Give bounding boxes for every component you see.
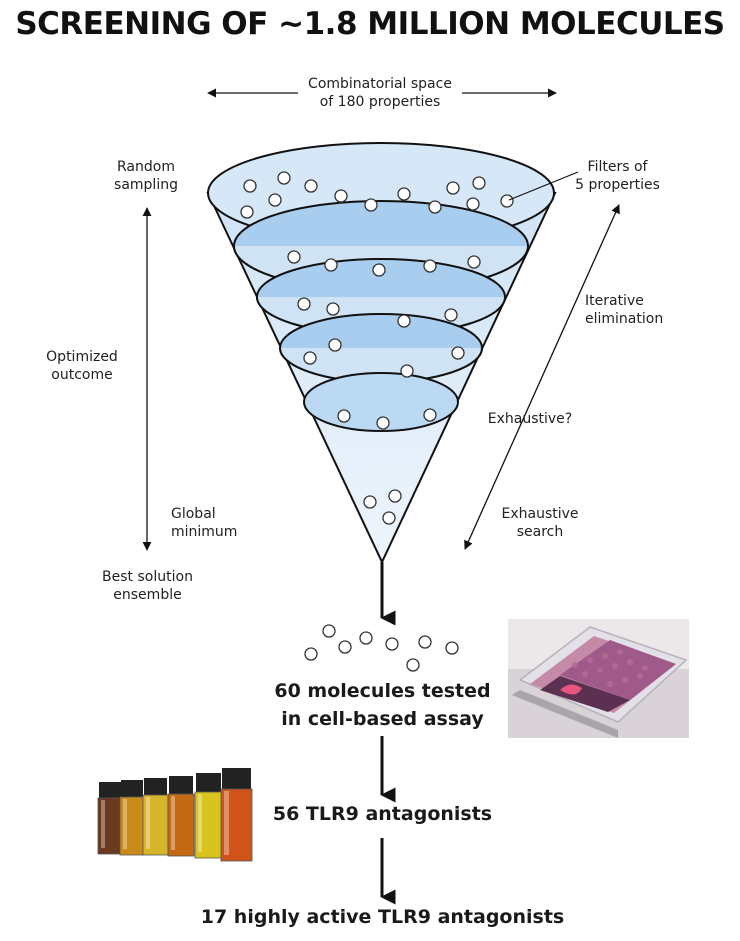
random-sampling-label: Random sampling bbox=[96, 158, 196, 194]
molecule bbox=[388, 489, 402, 503]
label-line: Optimized bbox=[46, 349, 118, 365]
molecule bbox=[338, 640, 352, 654]
molecule bbox=[334, 189, 348, 203]
molecule bbox=[372, 263, 386, 277]
molecule bbox=[385, 637, 399, 651]
vial bbox=[119, 780, 145, 856]
molecule bbox=[406, 658, 420, 672]
molecule bbox=[303, 351, 317, 365]
molecule bbox=[304, 647, 318, 661]
label-line: outcome bbox=[51, 367, 113, 383]
label-line: Best solution bbox=[102, 569, 193, 585]
molecule bbox=[326, 302, 340, 316]
best-solution-label: Best solution ensemble bbox=[90, 568, 205, 604]
highly-active-label: 17 highly active TLR9 antagonists bbox=[200, 906, 565, 928]
molecule bbox=[359, 631, 373, 645]
molecule bbox=[297, 297, 311, 311]
filters-label: Filters of 5 properties bbox=[565, 158, 670, 194]
selected-molecules bbox=[304, 624, 459, 672]
label-line: Filters of bbox=[587, 159, 648, 175]
molecule bbox=[304, 179, 318, 193]
exhaustive-question-label: Exhaustive? bbox=[487, 411, 573, 427]
label-line: search bbox=[516, 524, 564, 540]
vial bbox=[194, 773, 223, 859]
molecule bbox=[287, 250, 301, 264]
molecule bbox=[467, 255, 481, 269]
molecule bbox=[444, 308, 458, 322]
molecule bbox=[445, 641, 459, 655]
antagonists-label: 56 TLR9 antagonists bbox=[272, 803, 493, 825]
label-line: minimum bbox=[171, 524, 238, 540]
filters-leader-line bbox=[508, 171, 579, 201]
molecule bbox=[446, 181, 460, 195]
label-line: Random bbox=[117, 159, 175, 175]
molecule bbox=[268, 193, 282, 207]
page-title: SCREENING OF ~1.8 MILLION MOLECULES bbox=[15, 6, 725, 42]
label-line: Combinatorial space bbox=[308, 76, 452, 92]
label-line: Iterative bbox=[585, 293, 644, 309]
optimized-outcome-label: Optimized outcome bbox=[32, 348, 132, 384]
vial bbox=[220, 768, 253, 862]
molecule bbox=[472, 176, 486, 190]
photo-vials bbox=[97, 768, 253, 862]
molecule bbox=[400, 364, 414, 378]
iterative-elimination-label: Iterative elimination bbox=[585, 292, 665, 328]
photo-well-plate bbox=[508, 619, 689, 738]
vial bbox=[97, 782, 123, 855]
label-line: 5 properties bbox=[575, 177, 660, 193]
molecule bbox=[382, 511, 396, 525]
label-line: Global bbox=[171, 506, 216, 522]
molecule bbox=[500, 194, 514, 208]
global-minimum-label: Global minimum bbox=[160, 505, 250, 541]
molecule bbox=[397, 187, 411, 201]
combinatorial-space-label: Combinatorial space of 180 properties bbox=[290, 75, 470, 111]
label-line: sampling bbox=[114, 177, 178, 193]
molecule bbox=[418, 635, 432, 649]
molecule bbox=[397, 314, 411, 328]
molecule bbox=[243, 179, 257, 193]
molecule bbox=[423, 408, 437, 422]
tested-molecules-label: 60 molecules tested in cell-based assay bbox=[250, 677, 515, 733]
elimination-arrow bbox=[464, 204, 620, 550]
molecule bbox=[322, 624, 336, 638]
molecule bbox=[277, 171, 291, 185]
label-line: elimination bbox=[585, 311, 664, 327]
vial bbox=[167, 776, 195, 857]
molecule bbox=[376, 416, 390, 430]
label-line: of 180 properties bbox=[319, 94, 441, 110]
molecule bbox=[423, 259, 437, 273]
molecule bbox=[324, 258, 338, 272]
label-line: ensemble bbox=[113, 587, 182, 603]
molecule bbox=[466, 197, 480, 211]
label-line: 60 molecules tested bbox=[274, 680, 491, 702]
label-line: Exhaustive bbox=[501, 506, 579, 522]
molecule bbox=[337, 409, 351, 423]
molecule bbox=[428, 200, 442, 214]
label-line: in cell-based assay bbox=[281, 708, 484, 730]
molecule bbox=[451, 346, 465, 360]
molecules-in-funnel bbox=[240, 171, 514, 525]
molecule bbox=[364, 198, 378, 212]
molecule bbox=[328, 338, 342, 352]
vial bbox=[142, 778, 169, 856]
molecule bbox=[363, 495, 377, 509]
molecule bbox=[240, 205, 254, 219]
exhaustive-search-label: Exhaustive search bbox=[495, 505, 585, 541]
